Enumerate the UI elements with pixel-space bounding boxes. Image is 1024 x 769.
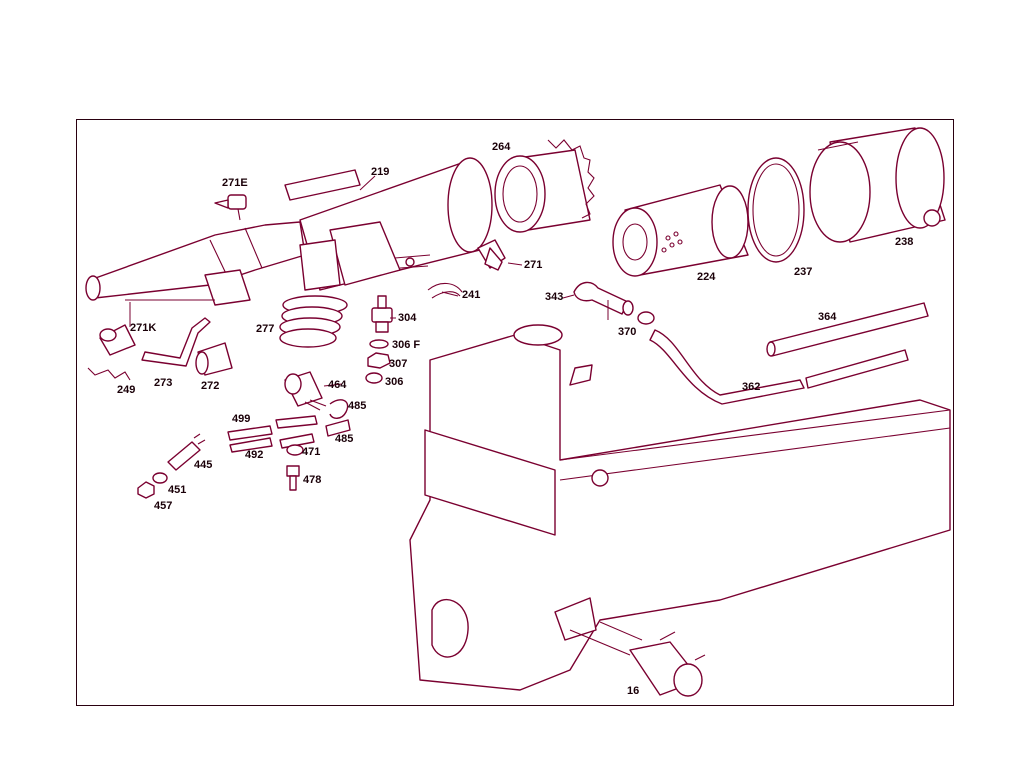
washer-306 xyxy=(365,372,383,384)
label-464: 464 xyxy=(328,379,347,391)
label-306: 306 xyxy=(385,376,403,388)
nut-457 xyxy=(137,481,155,499)
label-241: 241 xyxy=(462,289,480,301)
label-264: 264 xyxy=(492,141,511,153)
filter-cartridge-224 xyxy=(612,184,749,277)
label-343: 343 xyxy=(545,291,563,303)
washer-471 xyxy=(286,444,304,456)
part-labels: 219 271E 264 271 241 271K 249 273 272 27… xyxy=(117,141,913,697)
washer-306f xyxy=(369,339,389,349)
label-224: 224 xyxy=(697,271,716,283)
label-485-upper: 485 xyxy=(348,400,366,412)
nozzle-271 xyxy=(477,239,506,271)
label-445: 445 xyxy=(194,459,212,471)
bellows-277 xyxy=(279,295,348,348)
engine-block xyxy=(409,324,951,691)
hose-364 xyxy=(766,302,929,357)
label-304: 304 xyxy=(398,312,417,324)
label-362: 362 xyxy=(742,381,760,393)
label-471: 471 xyxy=(302,446,320,458)
label-271e: 271E xyxy=(222,177,248,189)
gasket-ring-237 xyxy=(747,157,805,263)
intake-snorkel xyxy=(85,221,306,306)
fuel-pump-16 xyxy=(554,597,706,697)
hose-273 xyxy=(141,317,211,367)
bolt-478 xyxy=(286,465,300,491)
label-451: 451 xyxy=(168,484,186,496)
diagram-frame xyxy=(76,119,954,706)
bracket-249 xyxy=(87,367,131,381)
label-271k: 271K xyxy=(130,322,156,334)
label-273: 273 xyxy=(154,377,172,389)
label-219: 219 xyxy=(371,166,389,178)
label-499: 499 xyxy=(232,413,250,425)
filter-cover-238 xyxy=(809,127,946,243)
label-238: 238 xyxy=(895,236,913,248)
label-277: 277 xyxy=(256,323,274,335)
label-249: 249 xyxy=(117,384,135,396)
label-306f: 306 F xyxy=(392,339,420,351)
label-307: 307 xyxy=(389,358,407,370)
label-370: 370 xyxy=(618,326,636,338)
label-272: 272 xyxy=(201,380,219,392)
damper-272 xyxy=(195,342,233,376)
hose-clip-241 xyxy=(427,282,463,299)
label-457: 457 xyxy=(154,500,172,512)
filter-insert-264 xyxy=(494,139,595,233)
fitting-343 xyxy=(573,281,634,316)
label-271: 271 xyxy=(524,259,542,271)
clamp-370 xyxy=(637,311,655,325)
hose-499 xyxy=(227,415,318,441)
valve-271k xyxy=(99,299,215,356)
hose-492 xyxy=(229,433,315,453)
nut-307 xyxy=(367,352,391,369)
sensor-271e xyxy=(214,194,247,221)
label-492: 492 xyxy=(245,449,263,461)
leader-lines xyxy=(129,175,643,641)
label-237: 237 xyxy=(794,266,812,278)
label-364: 364 xyxy=(818,311,837,323)
label-16: 16 xyxy=(627,685,639,697)
relay-464 xyxy=(284,371,327,411)
hose-362 xyxy=(649,329,909,405)
sensor-445 xyxy=(167,433,206,471)
label-485-lower: 485 xyxy=(335,433,353,445)
mount-304 xyxy=(371,295,393,333)
label-478: 478 xyxy=(303,474,321,486)
hose-485 xyxy=(325,399,351,437)
washer-451 xyxy=(152,472,168,484)
